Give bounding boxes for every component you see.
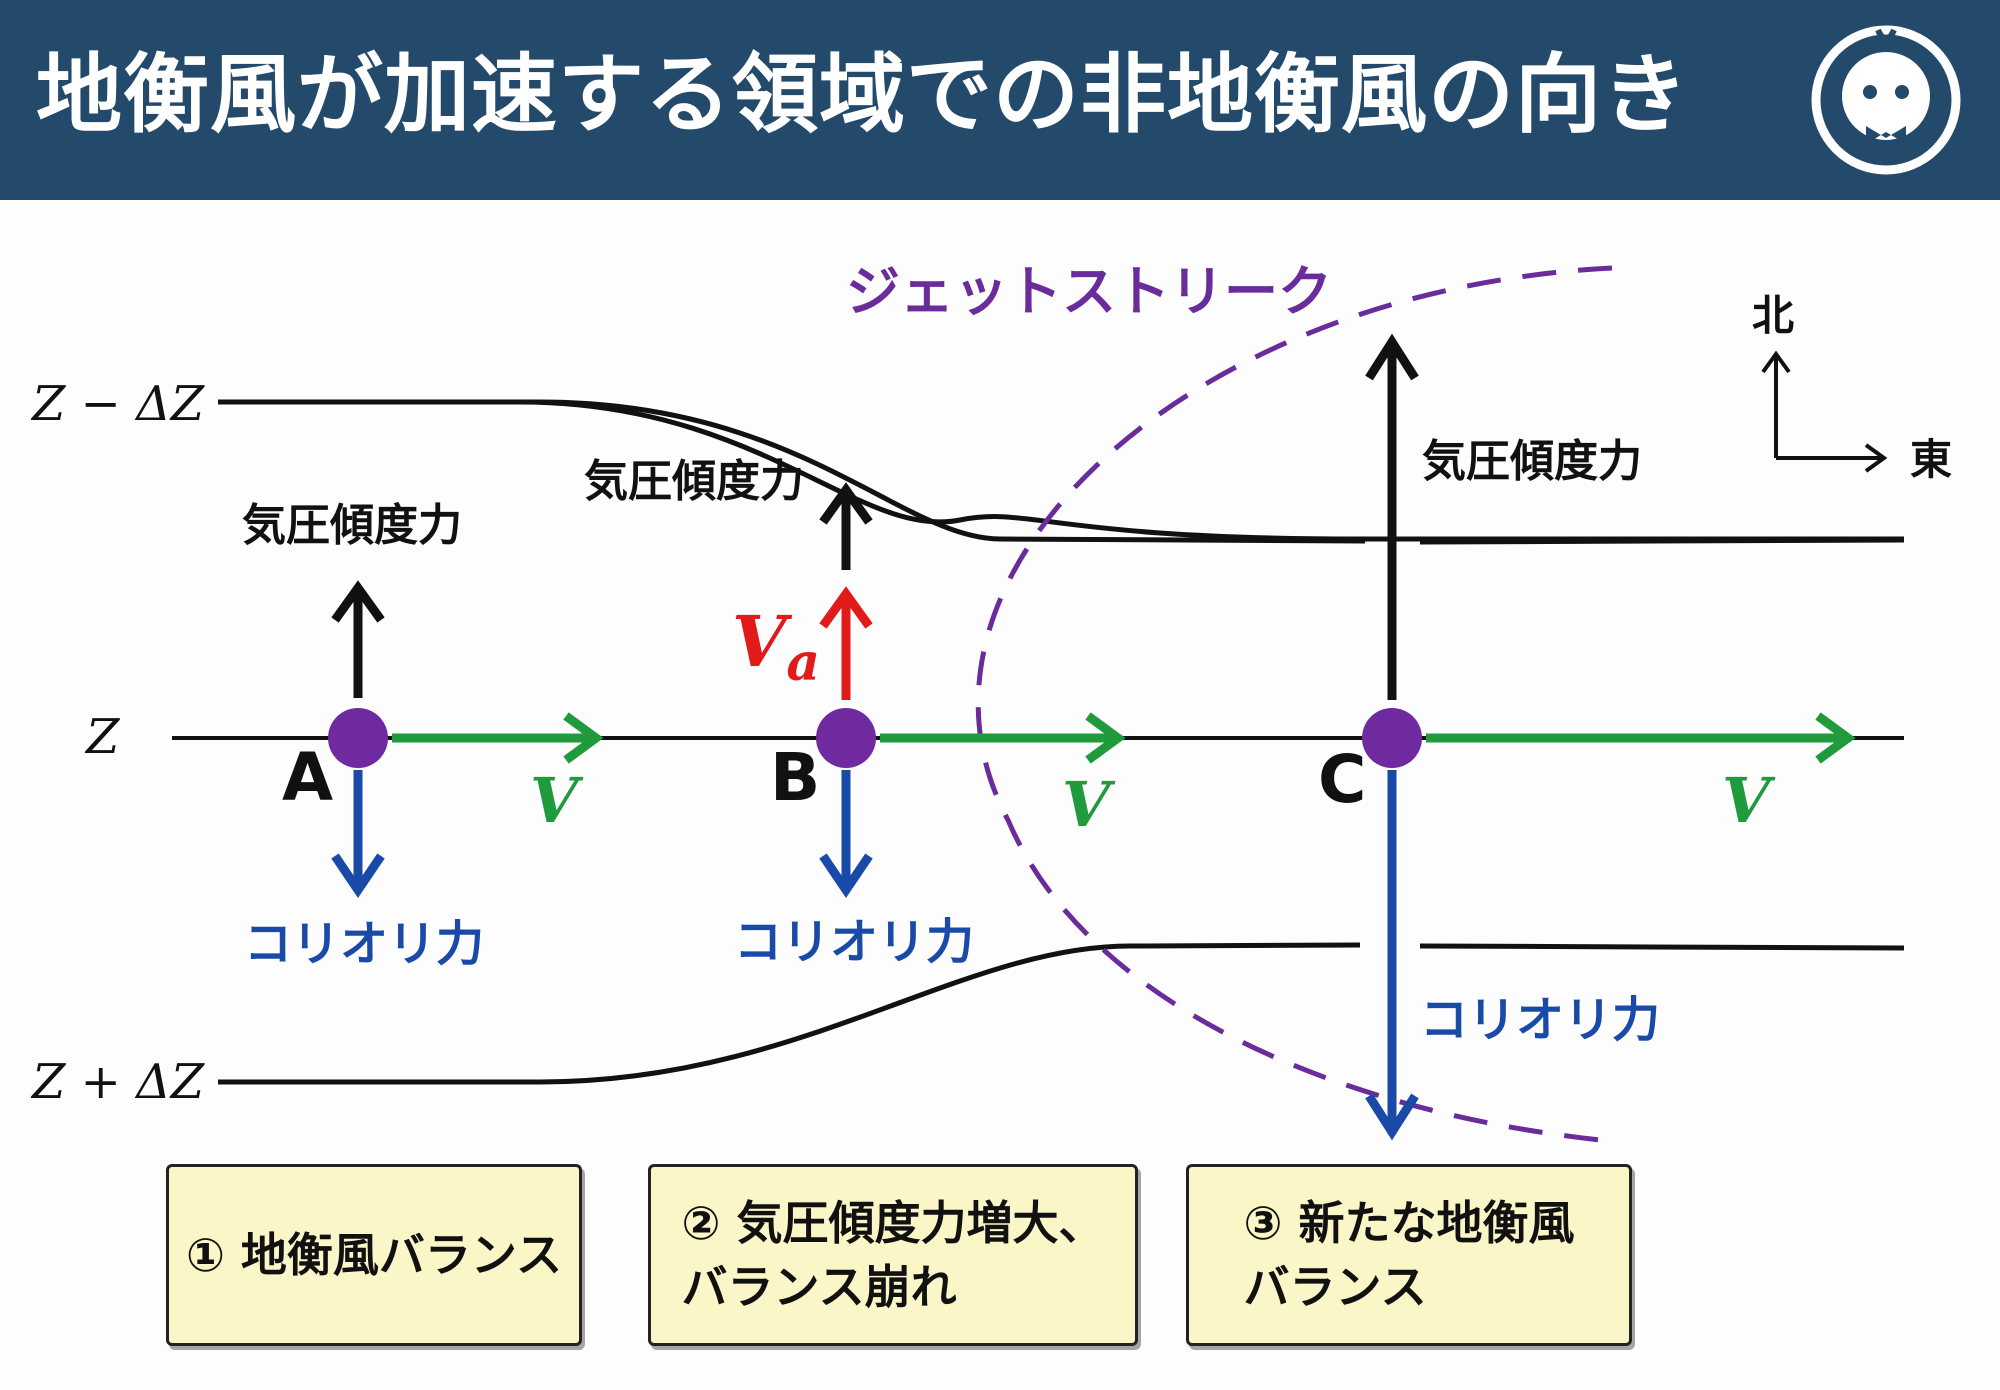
- coriolis-arrowhead-b: [819, 853, 873, 899]
- compass-east-arrowhead: [1864, 443, 1888, 473]
- step-text-1: ① 地衡風バランス: [185, 1228, 563, 1282]
- contour-label-middle: Z: [84, 709, 121, 765]
- point-a-group: 気圧傾度力 コリオリ力 V A: [242, 500, 604, 972]
- wind-label-a: V: [530, 764, 584, 837]
- pgf-arrowhead-a: [331, 580, 385, 623]
- step-text-2: ② 気圧傾度力増大、 バランス崩れ: [681, 1196, 1105, 1314]
- wind-label-b: V: [1062, 768, 1116, 841]
- wind-arrowhead-a: [563, 712, 604, 764]
- pgf-label-b: 気圧傾度力: [584, 456, 804, 507]
- mascot-logo-icon: [1811, 25, 1961, 175]
- pgf-arrowhead-c: [1365, 333, 1419, 381]
- pgf-label-c: 気圧傾度力: [1422, 436, 1642, 487]
- point-c-dot: [1362, 708, 1422, 768]
- point-c-label: C: [1318, 741, 1366, 818]
- coriolis-label-a: コリオリ力: [244, 916, 484, 972]
- coriolis-label-c: コリオリ力: [1420, 992, 1660, 1048]
- pgf-label-a: 気圧傾度力: [242, 500, 462, 551]
- compass-east-label: 東: [1910, 435, 1952, 484]
- point-c-group: 気圧傾度力 コリオリ力 V C: [1318, 333, 1856, 1141]
- contour-upper: [218, 399, 1366, 544]
- page-title: 地衡風が加速する領域での非地衡風の向き: [36, 45, 1689, 145]
- wind-arrowhead-b: [1085, 712, 1126, 764]
- step-text-3: ③ 新たな地衡風 バランス: [1243, 1196, 1575, 1314]
- contour-upper-right: [1419, 537, 1905, 545]
- ageostrophic-arrowhead-b: [819, 586, 873, 629]
- wind-label-c: V: [1722, 764, 1776, 837]
- point-a-dot: [328, 708, 388, 768]
- contour-label-upper: Z − ΔZ: [30, 376, 206, 432]
- step-box-1: ① 地衡風バランス: [166, 1164, 582, 1346]
- diagram-area: Z − ΔZ Z Z + ΔZ ジェットストリーク 北 東 気圧傾度力 コリオリ…: [0, 200, 2000, 1386]
- title-bar: 地衡風が加速する領域での非地衡風の向き: [0, 0, 2000, 200]
- coriolis-arrowhead-c: [1365, 1093, 1419, 1141]
- coriolis-arrowhead-a: [331, 853, 385, 899]
- ageostrophic-label-b: Va: [732, 600, 820, 693]
- wind-arrowhead-c: [1815, 712, 1856, 764]
- pgf-arrowhead-b: [819, 482, 873, 525]
- contour-lower: [218, 942, 1361, 1085]
- compass-north-arrowhead: [1761, 350, 1791, 374]
- step-box-2: ② 気圧傾度力増大、 バランス崩れ: [648, 1164, 1138, 1346]
- point-a-label: A: [282, 739, 333, 816]
- point-b-group: 気圧傾度力 Va コリオリ力 V B: [584, 456, 1126, 970]
- jet-streak-label: ジェットストリーク: [846, 260, 1332, 323]
- jet-streak-outline: [975, 265, 1613, 1143]
- coriolis-label-b: コリオリ力: [734, 914, 974, 970]
- point-b-dot: [816, 708, 876, 768]
- step-box-3: ③ 新たな地衡風 バランス: [1186, 1164, 1632, 1346]
- contour-lower-right: [1419, 943, 1905, 951]
- contour-label-lower: Z + ΔZ: [30, 1054, 206, 1110]
- contour-upper-line: [218, 399, 1904, 542]
- compass-north-label: 北: [1752, 291, 1794, 340]
- point-b-label: B: [770, 739, 820, 816]
